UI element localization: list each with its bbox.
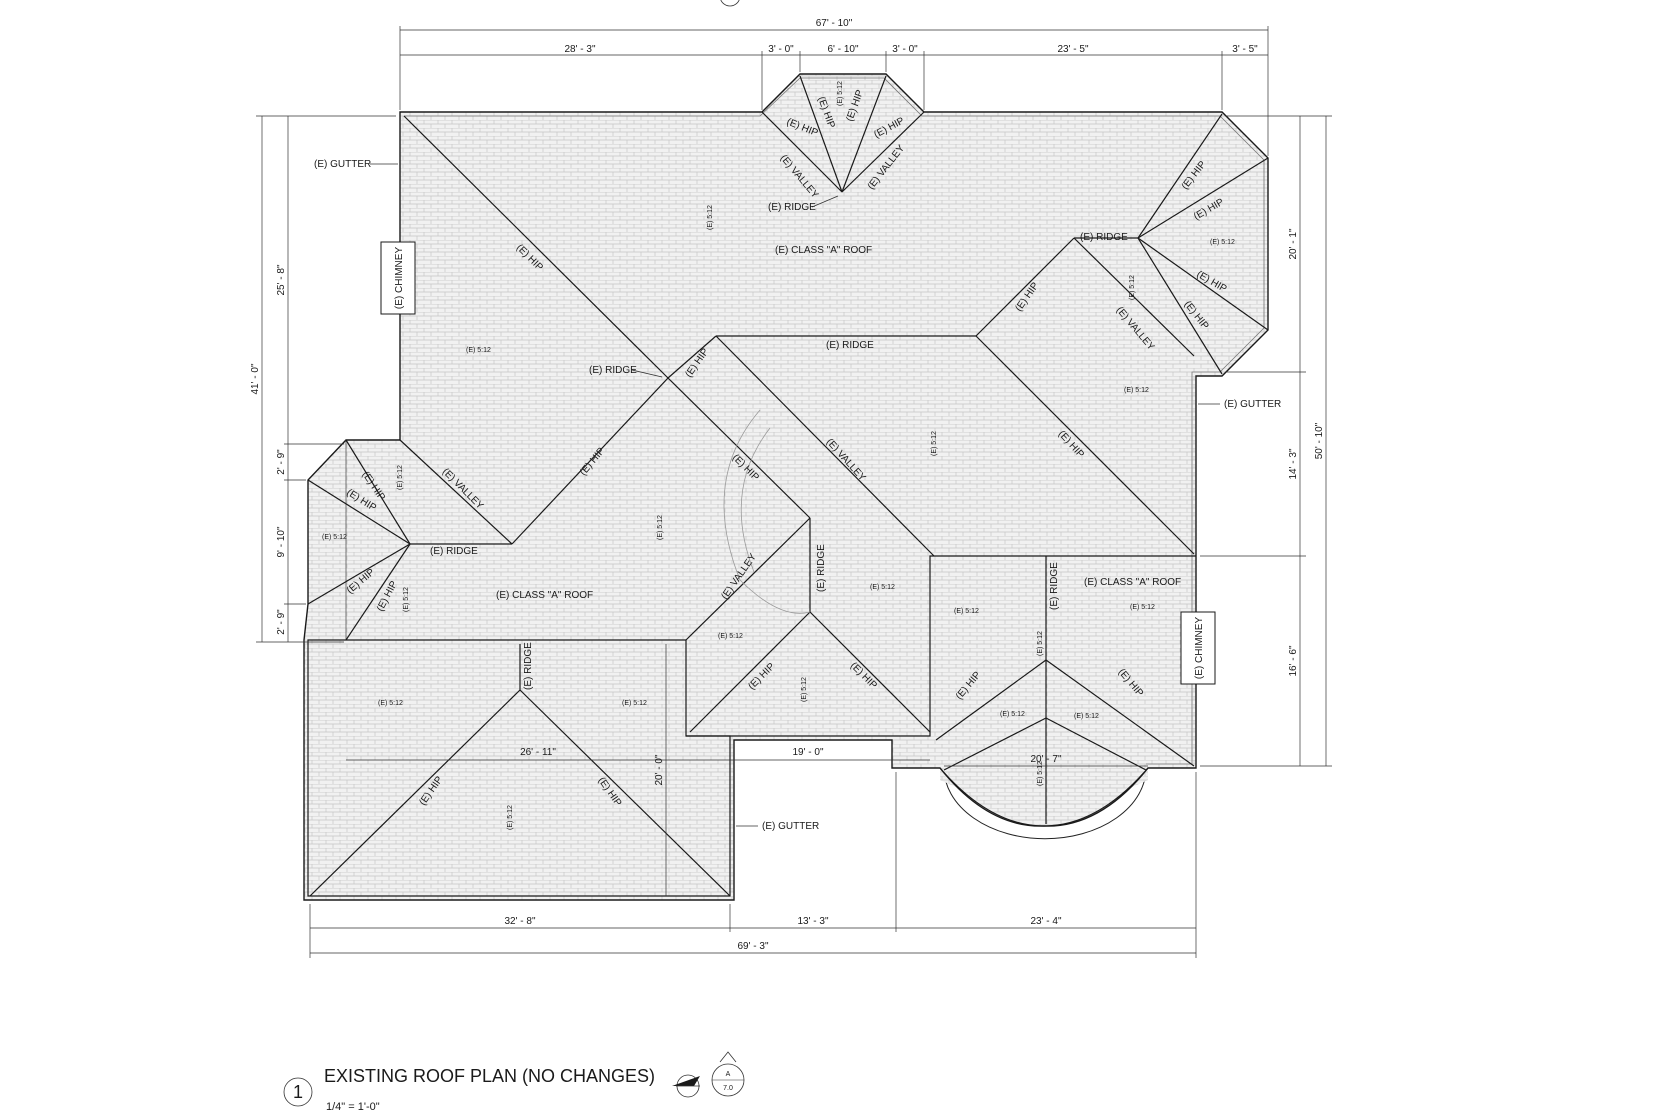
dim-interior-3: 19' - 0"	[792, 747, 823, 758]
dim-top-2: 3' - 0"	[768, 44, 794, 55]
dim-top-1: 28' - 3"	[564, 44, 595, 55]
dim-right-2: 14' - 3"	[1288, 448, 1299, 479]
chimney-right-label: (E) CHIMNEY	[1194, 617, 1205, 680]
gutter-label-top-left: (E) GUTTER	[314, 159, 371, 170]
chimney-left-label: (E) CHIMNEY	[394, 247, 405, 310]
slope-label-22: (E) 5:12	[1037, 761, 1044, 786]
dim-left-3: 9' - 10"	[276, 526, 287, 557]
dim-right-overall: 50' - 10"	[1314, 422, 1325, 459]
slope-label-1: (E) 5:12	[707, 205, 714, 230]
dim-top-4: 3' - 0"	[892, 44, 918, 55]
drawing-title-block: 1 EXISTING ROOF PLAN (NO CHANGES) 1/4" =…	[283, 1051, 745, 1113]
ridge-label-right-bay: (E) RIDGE	[1080, 232, 1128, 243]
slope-label-12: (E) 5:12	[403, 587, 410, 612]
slope-label-11: (E) 5:12	[870, 584, 895, 591]
slope-label-9: (E) 5:12	[322, 534, 347, 541]
drawing-title: EXISTING ROOF PLAN (NO CHANGES)	[324, 1066, 655, 1086]
slope-label-18: (E) 5:12	[622, 700, 647, 707]
dim-interior-4: 20' - 7"	[1030, 754, 1061, 765]
slope-label-15: (E) 5:12	[718, 633, 743, 640]
ridge-label-lower-right: (E) RIDGE	[1049, 562, 1060, 610]
dim-left-overall: 41' - 0"	[250, 363, 261, 394]
section-marker-icon: A 7.0	[711, 1051, 745, 1097]
slope-label-6: (E) 5:12	[1124, 387, 1149, 394]
stair-curve	[723, 409, 811, 614]
dim-bottom-3: 23' - 4"	[1030, 916, 1061, 927]
slope-label-5: (E) 5:12	[466, 347, 491, 354]
roof-lines	[307, 75, 1269, 897]
slope-label-16: (E) 5:12	[1037, 631, 1044, 656]
dim-bottom-1: 32' - 8"	[504, 916, 535, 927]
roof-class-label-left: (E) CLASS "A" ROOF	[496, 590, 593, 601]
ridge-label-lower-left: (E) RIDGE	[523, 642, 534, 690]
ridge-label-left: (E) RIDGE	[589, 365, 637, 376]
slope-label-10: (E) 5:12	[657, 515, 664, 540]
dim-right-1: 20' - 1"	[1288, 228, 1299, 259]
ridge-label-left-bay: (E) RIDGE	[430, 546, 478, 557]
top-section-marker	[720, 0, 740, 7]
section-marker-letter: A	[726, 1071, 731, 1078]
north-arrow-icon	[672, 1074, 700, 1098]
section-marker-sheet: 7.0	[723, 1085, 733, 1092]
dim-interior-1: 26' - 11"	[520, 747, 556, 758]
slope-label-7: (E) 5:12	[931, 431, 938, 456]
dimension-lines	[256, 26, 1332, 958]
slope-label-4: (E) 5:12	[1129, 275, 1136, 300]
slope-label-3: (E) 5:12	[1210, 239, 1235, 246]
slope-label-14: (E) 5:12	[1130, 604, 1155, 611]
dim-left-1: 25' - 8"	[276, 264, 287, 295]
dim-bottom-2: 13' - 3"	[797, 916, 828, 927]
chimney-left: (E) CHIMNEY	[380, 241, 416, 315]
gutter-label-bottom: (E) GUTTER	[762, 821, 819, 832]
slope-label-20: (E) 5:12	[1000, 711, 1025, 718]
roof-class-label-top: (E) CLASS "A" ROOF	[775, 245, 872, 256]
slope-label-23: (E) 5:12	[507, 805, 514, 830]
dim-top-5: 23' - 5"	[1057, 44, 1088, 55]
slope-label-21: (E) 5:12	[1074, 713, 1099, 720]
ridge-label-center: (E) RIDGE	[826, 340, 874, 351]
dim-top-6: 3' - 5"	[1232, 44, 1258, 55]
slope-label-13: (E) 5:12	[954, 608, 979, 615]
dim-left-2: 2' - 9"	[276, 449, 287, 475]
dim-right-3: 16' - 6"	[1288, 645, 1299, 676]
slope-label-19: (E) 5:12	[801, 677, 808, 702]
drawing-scale: 1/4" = 1'-0"	[326, 1101, 380, 1113]
slope-label-8: (E) 5:12	[397, 465, 404, 490]
dim-top-overall: 67' - 10"	[816, 18, 853, 29]
gutter-label-right: (E) GUTTER	[1224, 399, 1281, 410]
dimension-texts: 67' - 10" 28' - 3" 3' - 0" 6' - 10" 3' -…	[250, 18, 1325, 952]
roof-outline	[303, 73, 1269, 901]
slope-label-17: (E) 5:12	[378, 700, 403, 707]
ridge-label-lower-mid: (E) RIDGE	[816, 544, 827, 592]
slope-label-2: (E) 5:12	[837, 81, 844, 106]
dim-left-4: 2' - 9"	[276, 609, 287, 635]
chimney-right: (E) CHIMNEY	[1180, 611, 1216, 685]
roof-class-label-right: (E) CLASS "A" ROOF	[1084, 577, 1181, 588]
dim-bottom-overall: 69' - 3"	[737, 941, 768, 952]
view-number: 1	[293, 1082, 303, 1102]
dim-interior-2: 20' - 0"	[654, 754, 665, 785]
dim-top-3: 6' - 10"	[827, 44, 858, 55]
ridge-label-top-bay: (E) RIDGE	[768, 202, 816, 213]
